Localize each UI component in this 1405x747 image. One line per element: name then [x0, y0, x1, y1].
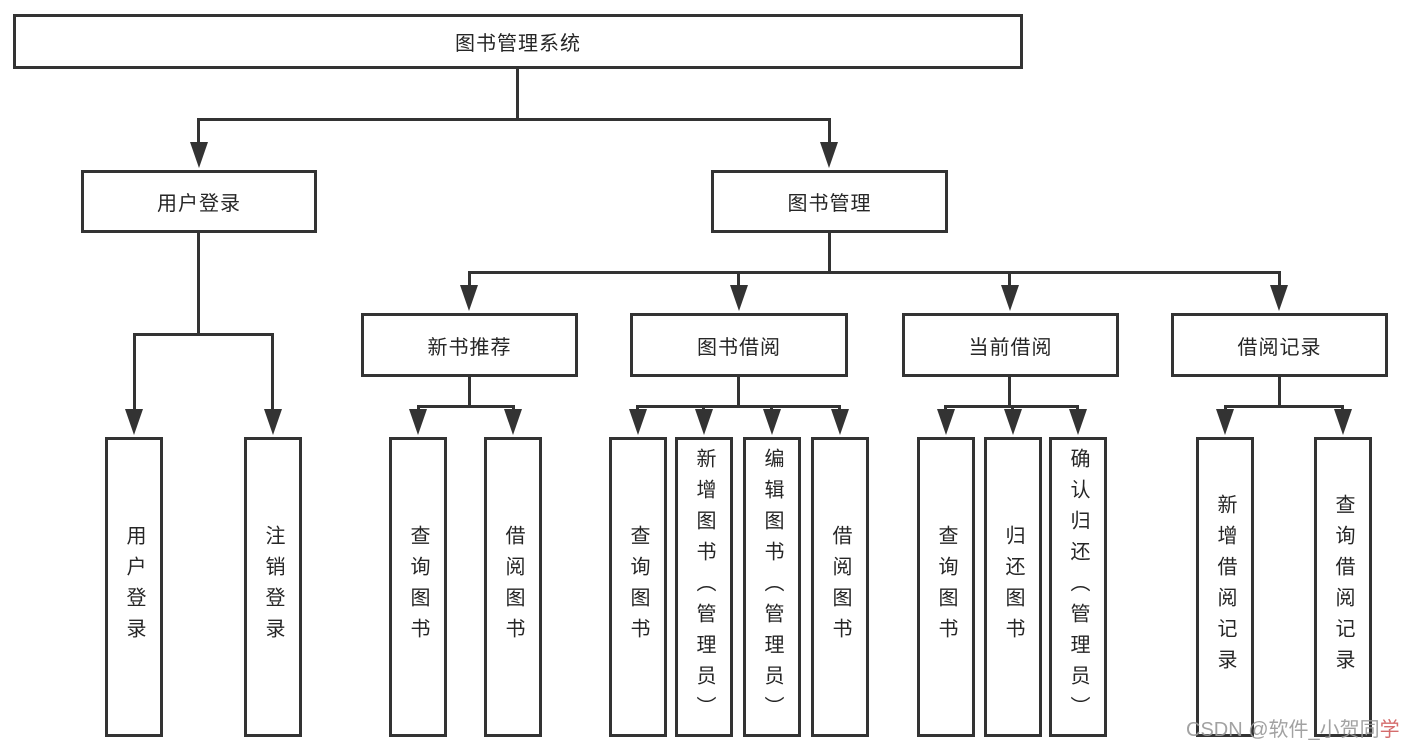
leaf-label: 查询图书: [627, 525, 649, 649]
leaf-user-login: 用户登录: [105, 437, 163, 737]
edge-new-rec-rail: [417, 405, 514, 408]
leaf-query-books-borrowing: 查询图书: [609, 437, 667, 737]
node-label: 借阅记录: [1237, 336, 1322, 359]
edge-to-current: [1008, 271, 1011, 289]
arrow-to-borrow: [730, 285, 748, 311]
node-label: 图书管理系统: [455, 33, 581, 55]
arrow-to-leaf-logout: [264, 409, 282, 435]
leaf-label: 确认归还（管理员）: [1067, 447, 1089, 727]
leaf-label: 查询图书: [407, 525, 429, 649]
arrow-to-book-mgmt: [820, 142, 838, 168]
leaf-label: 借阅图书: [829, 525, 851, 649]
watermark-text: CSDN @软件_小贺同: [1186, 719, 1380, 741]
node-book-borrowing: 图书借阅: [630, 313, 848, 377]
edge-new-rec-stub: [468, 377, 471, 407]
leaf-borrow-books-borrowing: 借阅图书: [811, 437, 869, 737]
edge-records-rail: [1224, 405, 1344, 408]
node-label: 新书推荐: [427, 336, 512, 359]
leaf-label: 归还图书: [1002, 525, 1024, 649]
edge-book-mgmt-stub: [828, 233, 831, 273]
watermark-accent: 学: [1379, 719, 1400, 741]
edge-level3-rail: [468, 271, 1281, 274]
leaf-confirm-return-admin: 确认归还（管理员）: [1049, 437, 1107, 737]
edge-root-stub: [516, 68, 519, 121]
edge-current-stub: [1008, 377, 1011, 407]
node-label: 当前借阅: [968, 336, 1053, 359]
leaf-query-borrow-record: 查询借阅记录: [1314, 437, 1372, 737]
arrow-to-rec-query: [409, 409, 427, 435]
node-new-book-recommend: 新书推荐: [361, 313, 578, 377]
arrow-to-bor-borrow: [831, 409, 849, 435]
arrow-to-cur-return: [1004, 409, 1022, 435]
leaf-label: 查询图书: [935, 525, 957, 649]
arrow-to-bor-edit: [763, 409, 781, 435]
edge-records-stub: [1278, 377, 1281, 407]
leaf-query-books-current: 查询图书: [917, 437, 975, 737]
arrow-to-leaf-login: [125, 409, 143, 435]
edge-borrow-stub: [737, 377, 740, 407]
node-user-login: 用户登录: [81, 170, 317, 233]
arrow-to-records: [1270, 285, 1288, 311]
edge-to-borrow: [737, 271, 740, 289]
leaf-query-books-recommend: 查询图书: [389, 437, 447, 737]
leaf-label: 新增借阅记录: [1214, 494, 1236, 680]
edge-to-new-rec: [468, 271, 471, 289]
arrow-to-bor-query: [629, 409, 647, 435]
arrow-to-recd-add: [1216, 409, 1234, 435]
leaf-add-books-admin: 新增图书（管理员）: [675, 437, 733, 737]
edge-level2-rail: [197, 118, 831, 121]
node-current-borrowing: 当前借阅: [902, 313, 1119, 377]
leaf-borrow-books-recommend: 借阅图书: [484, 437, 542, 737]
leaf-label: 用户登录: [123, 525, 145, 649]
leaf-label: 注销登录: [262, 525, 284, 649]
leaf-add-borrow-record: 新增借阅记录: [1196, 437, 1254, 737]
edge-to-leaf-login: [133, 333, 136, 413]
edge-to-user-login: [197, 118, 200, 146]
edge-to-records: [1278, 271, 1281, 289]
arrow-to-cur-confirm: [1069, 409, 1087, 435]
leaf-label: 编辑图书（管理员）: [761, 447, 783, 727]
node-book-management: 图书管理: [711, 170, 948, 233]
leaf-label: 新增图书（管理员）: [693, 447, 715, 727]
leaf-label: 查询借阅记录: [1332, 494, 1354, 680]
leaf-logout: 注销登录: [244, 437, 302, 737]
arrow-to-recd-query: [1334, 409, 1352, 435]
arrow-to-current: [1001, 285, 1019, 311]
edge-to-leaf-logout: [271, 333, 274, 413]
edge-user-login-stub: [197, 233, 200, 336]
node-label: 图书借阅: [697, 336, 781, 359]
arrow-to-bor-add: [695, 409, 713, 435]
edge-user-login-rail: [133, 333, 274, 336]
leaf-return-books: 归还图书: [984, 437, 1042, 737]
leaf-edit-books-admin: 编辑图书（管理员）: [743, 437, 801, 737]
leaf-label: 借阅图书: [502, 525, 524, 649]
arrow-to-new-rec: [460, 285, 478, 311]
edge-borrow-rail: [637, 405, 841, 408]
arrow-to-rec-borrow: [504, 409, 522, 435]
node-borrowing-records: 借阅记录: [1171, 313, 1388, 377]
arrow-to-user-login: [190, 142, 208, 168]
edge-to-book-mgmt: [828, 118, 831, 146]
node-label: 图书管理: [787, 193, 872, 215]
node-library-management-system: 图书管理系统: [13, 14, 1023, 69]
csdn-watermark: CSDN @软件_小贺同学: [1186, 713, 1400, 742]
node-label: 用户登录: [157, 193, 241, 215]
arrow-to-cur-query: [937, 409, 955, 435]
